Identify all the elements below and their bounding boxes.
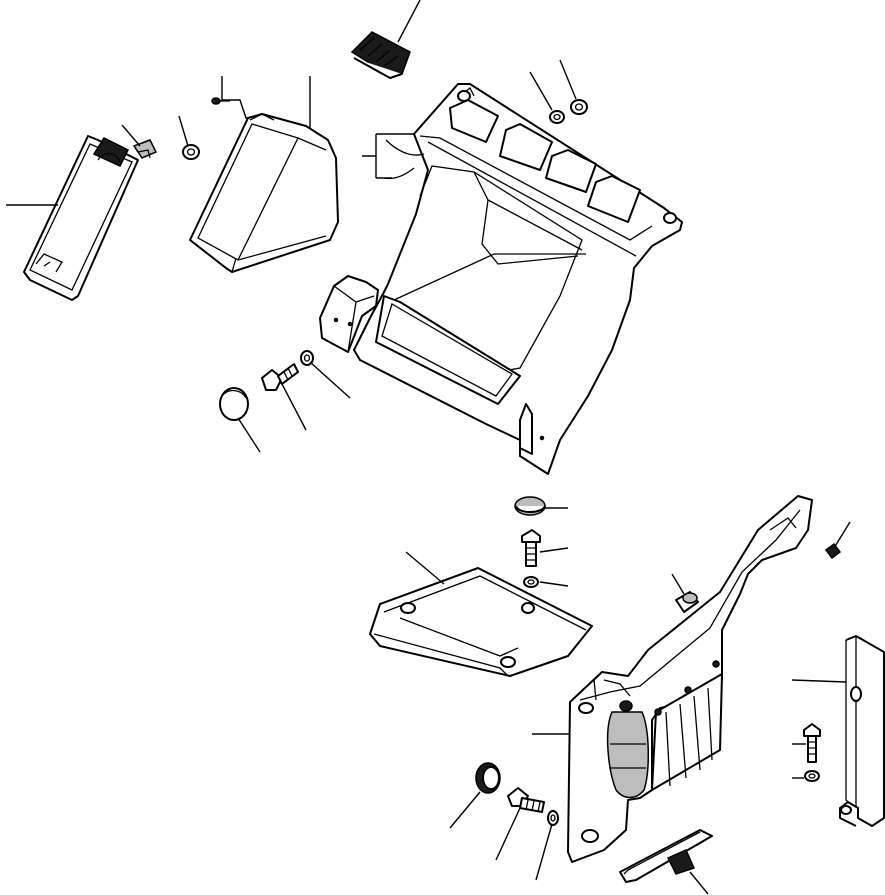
leader-washer <box>529 71 553 111</box>
side-console <box>567 495 813 863</box>
leader-vent-grille <box>397 0 421 43</box>
leader-clip <box>121 124 141 147</box>
leader-nut <box>178 115 189 147</box>
leader-blanking-plug <box>449 791 481 829</box>
washer <box>523 576 539 588</box>
leader-support-bracket <box>791 679 847 683</box>
leader-blanking-plug <box>237 417 261 453</box>
leader-washer <box>535 823 553 881</box>
washer <box>300 350 314 366</box>
storage-lid <box>23 135 139 301</box>
leader-nut <box>559 59 577 100</box>
screw-small <box>211 97 230 105</box>
leader-mounting-bracket <box>689 871 709 895</box>
blanking-plug <box>514 496 546 516</box>
leader-washer <box>309 361 351 399</box>
leader-screw-small <box>221 76 262 119</box>
leader-cover-plate <box>405 551 445 585</box>
console-panel <box>319 83 683 475</box>
leader-bolt <box>539 547 569 553</box>
vent-grille <box>350 31 411 79</box>
blanking-plug <box>219 387 249 421</box>
leader-washer <box>539 581 569 587</box>
mounting-bracket <box>619 829 713 883</box>
bolt <box>803 723 821 763</box>
nut <box>570 99 588 115</box>
bolt <box>507 787 545 813</box>
nut <box>182 144 200 160</box>
bracket-box <box>189 113 339 274</box>
blanking-plug <box>475 762 501 794</box>
cover-plate <box>369 567 593 677</box>
leader-console-panel <box>362 133 414 179</box>
leader-dome-light <box>671 573 685 595</box>
washer <box>547 810 559 826</box>
support-bracket <box>839 635 885 827</box>
dome-light <box>675 591 699 613</box>
push-fastener <box>824 542 842 560</box>
bolt <box>261 363 299 391</box>
leader-push-fastener <box>833 521 851 549</box>
leader-bolt <box>495 807 521 861</box>
washer <box>804 770 820 782</box>
washer <box>549 110 565 124</box>
leader-bolt <box>281 383 307 431</box>
bolt <box>521 529 541 567</box>
